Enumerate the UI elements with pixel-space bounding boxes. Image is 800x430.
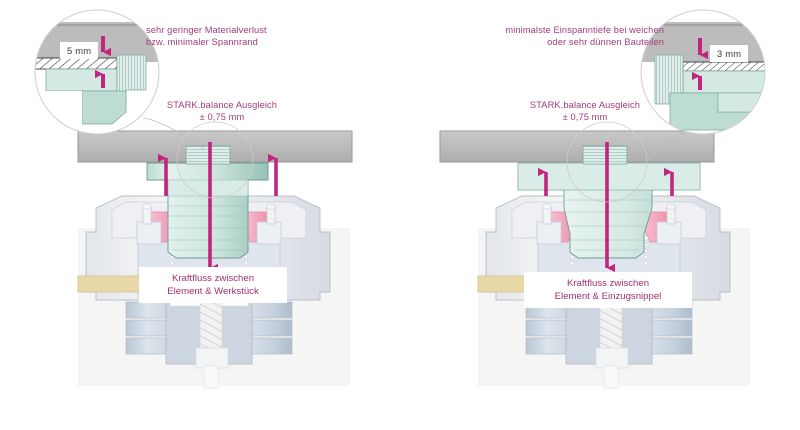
workpiece-plate-right bbox=[439, 130, 715, 163]
dimension-box-right: 3 mm bbox=[710, 45, 749, 62]
draw-bar-foot-left bbox=[195, 347, 229, 369]
detail-view-left bbox=[35, 10, 159, 134]
balance-label-left: STARK.balance Ausgleich ± 0,75 mm bbox=[166, 100, 278, 123]
caption-right: minimalste Einspanntiefe bei weichen ode… bbox=[505, 25, 664, 48]
thread-head-left bbox=[185, 145, 231, 165]
piston-left-a bbox=[136, 203, 162, 245]
draw-bar-spring-left bbox=[199, 293, 223, 357]
magnifier-ring-left bbox=[176, 121, 254, 199]
magnifier-circle-left bbox=[34, 9, 160, 135]
thread-head-right bbox=[582, 145, 628, 165]
dimension-box-left: 5 mm bbox=[60, 42, 99, 59]
balance-label-right: STARK.balance Ausgleich ± 0,75 mm bbox=[529, 100, 641, 123]
draw-bar-tip-left bbox=[203, 365, 219, 389]
piston-right-b bbox=[656, 203, 682, 245]
element-flange-right bbox=[517, 162, 701, 191]
detail-view-right bbox=[641, 10, 765, 134]
piston-left-b bbox=[256, 203, 282, 245]
draw-bar-foot-right bbox=[595, 347, 629, 369]
caption-left: sehr geringer Materialverlust bzw. minim… bbox=[146, 25, 267, 48]
element-rings-left bbox=[169, 205, 247, 251]
leader-line-left bbox=[142, 117, 206, 151]
draw-bar-tip-right bbox=[603, 365, 619, 389]
magnifier-ring-right bbox=[566, 121, 648, 203]
force-flow-label-right: Kraftfluss zwischen Element & Einzugsnip… bbox=[524, 272, 692, 308]
panel-right bbox=[439, 9, 766, 389]
element-shoulder-left bbox=[167, 179, 249, 197]
magnifier-circle-right bbox=[640, 9, 766, 135]
panel-left bbox=[34, 9, 353, 389]
piston-right-a bbox=[536, 203, 562, 245]
force-flow-label-left: Kraftfluss zwischen Element & Werkstück bbox=[139, 267, 287, 303]
